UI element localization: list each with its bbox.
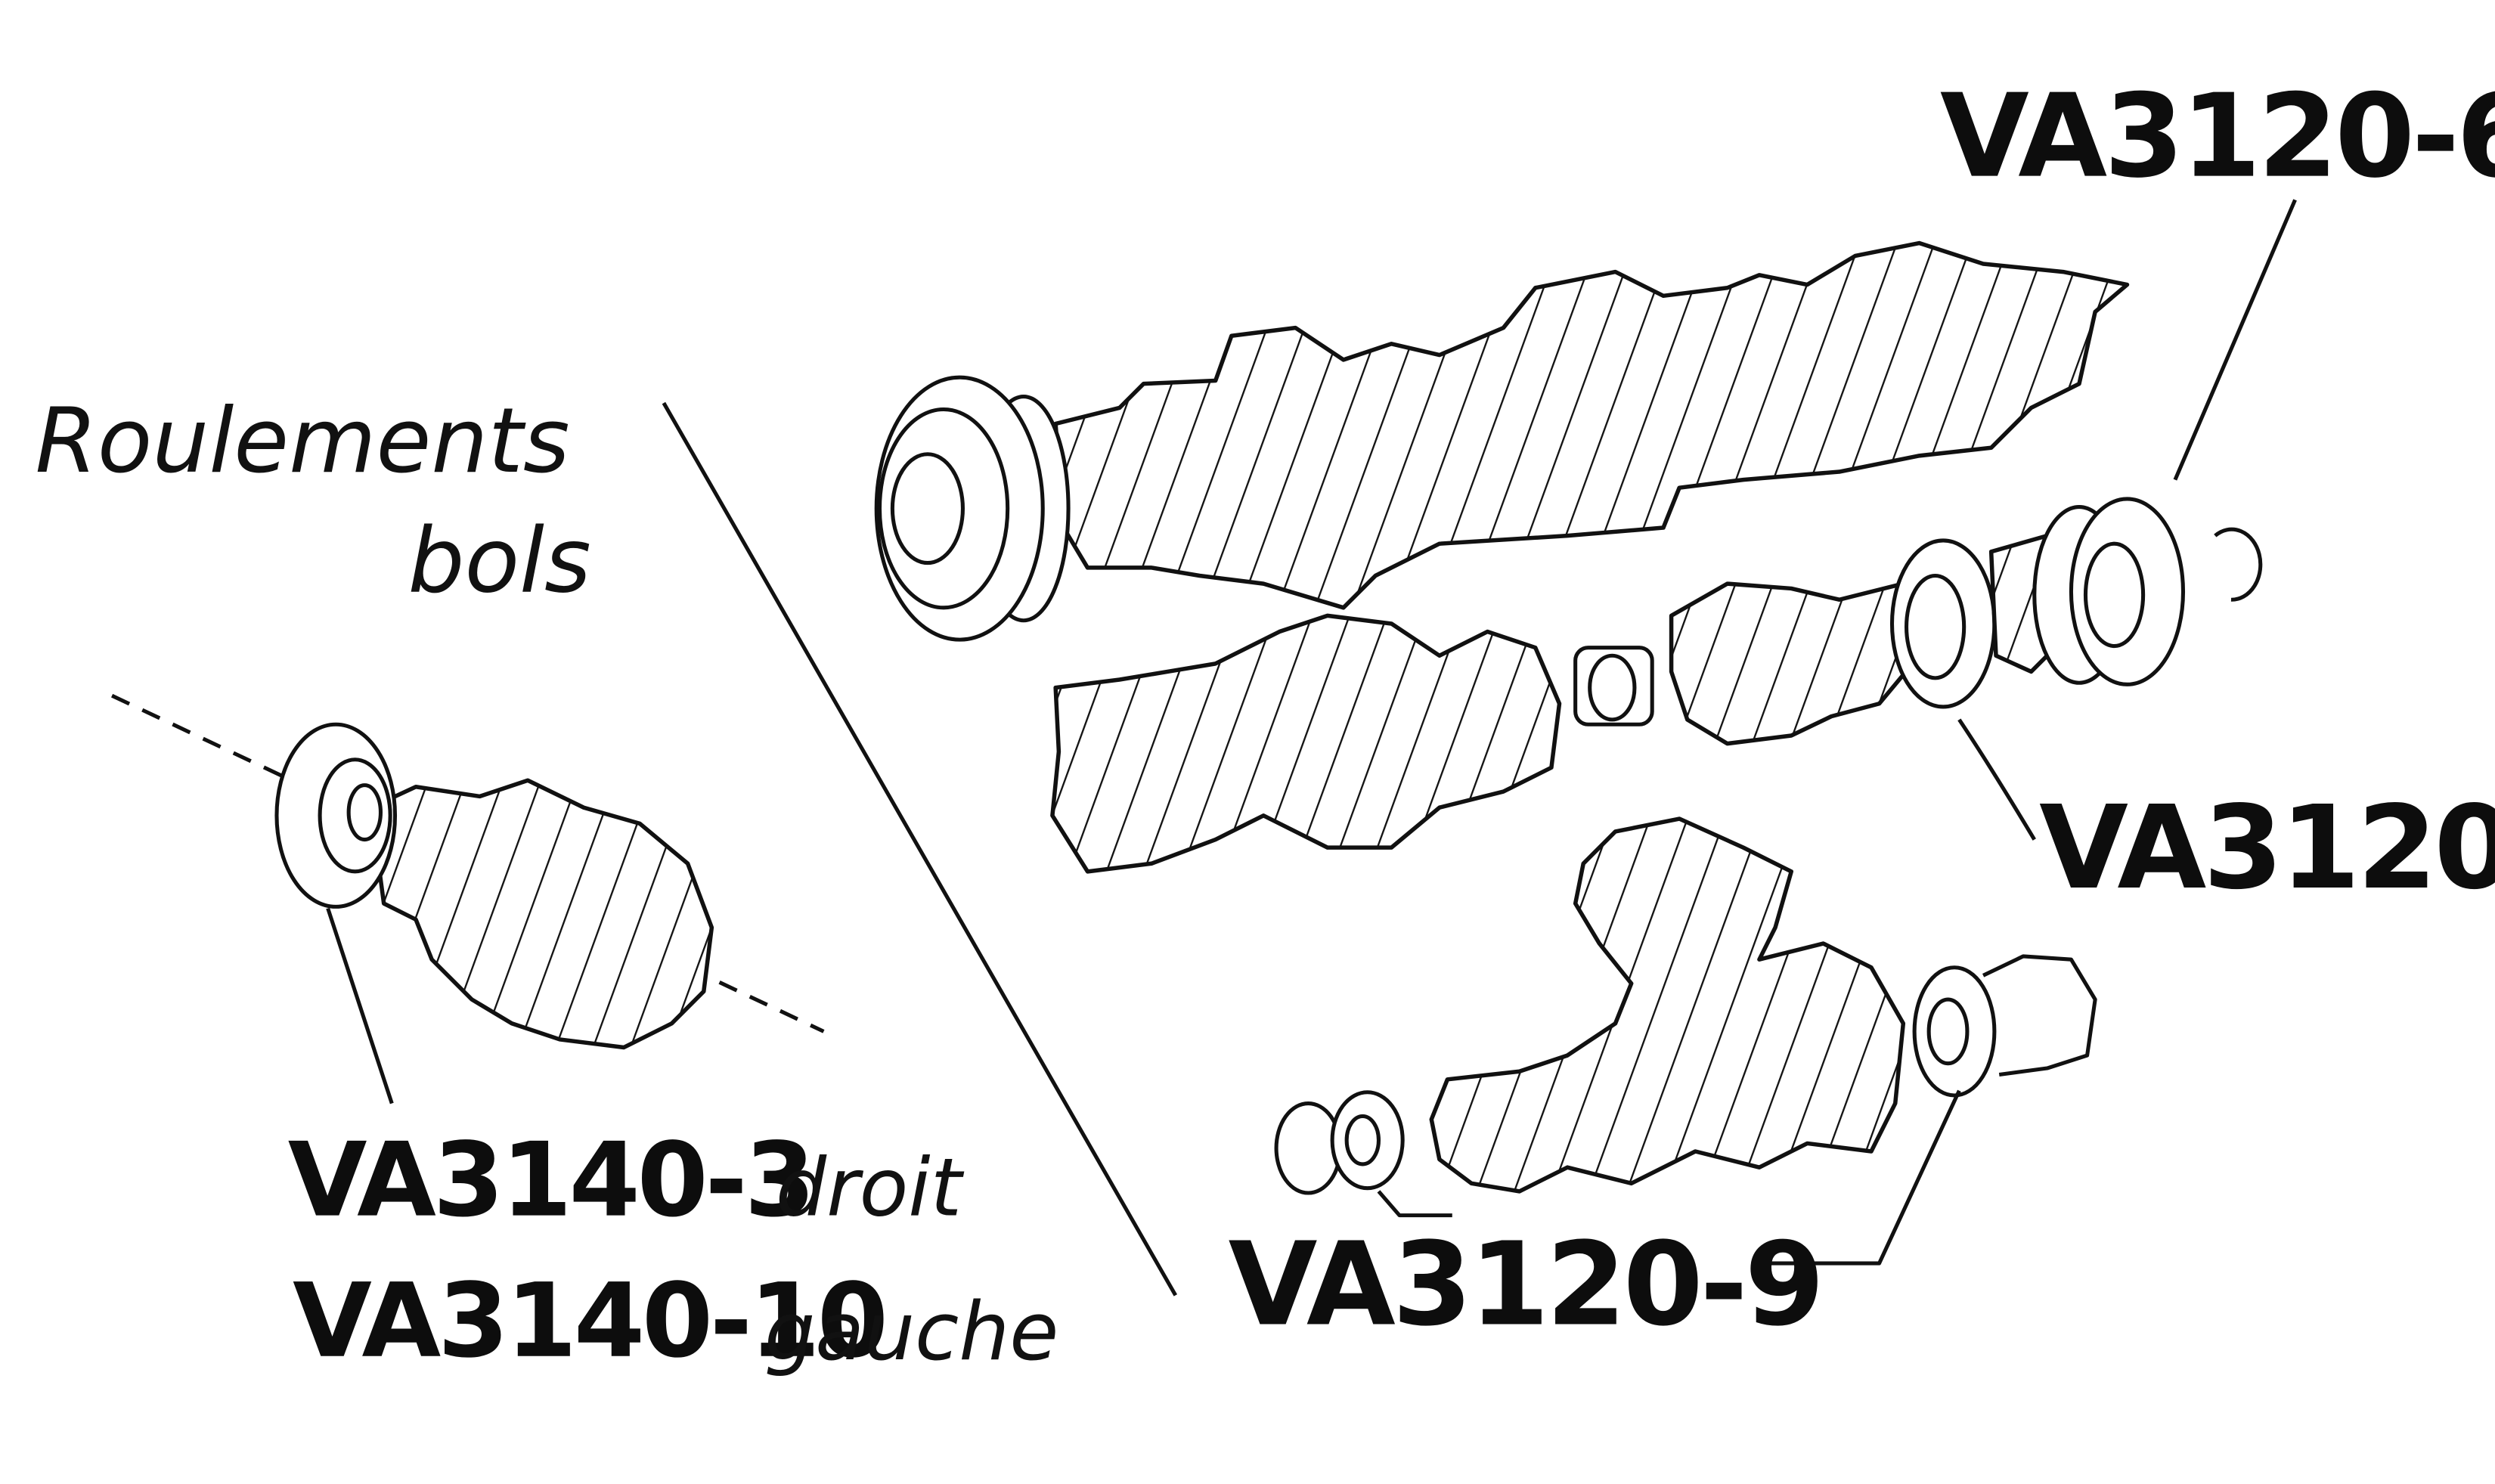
part-label-va3140-3: VA3140-3 [288, 1120, 813, 1240]
part-label-va3120-3: VA3120-3 [2039, 781, 2495, 915]
divider-line [662, 401, 1178, 1297]
title-line-1: Roulements [36, 389, 570, 493]
bottom-shaft-assembly [1274, 816, 2097, 1266]
part-label-va3140-10: VA3140-10 [293, 1261, 885, 1380]
side-label-droit: droit [776, 1142, 965, 1235]
middle-shaft-assembly [1050, 199, 2297, 874]
title-line-2: bols [408, 509, 590, 613]
side-label-gauche: gauche [764, 1285, 1058, 1378]
part-label-va3120-9: VA3120-9 [1229, 1217, 1822, 1351]
part-label-va3120-6: VA3120-6 [1940, 70, 2495, 203]
top-shaft-assembly [874, 240, 2130, 642]
left-bearing-assembly [110, 693, 825, 1104]
